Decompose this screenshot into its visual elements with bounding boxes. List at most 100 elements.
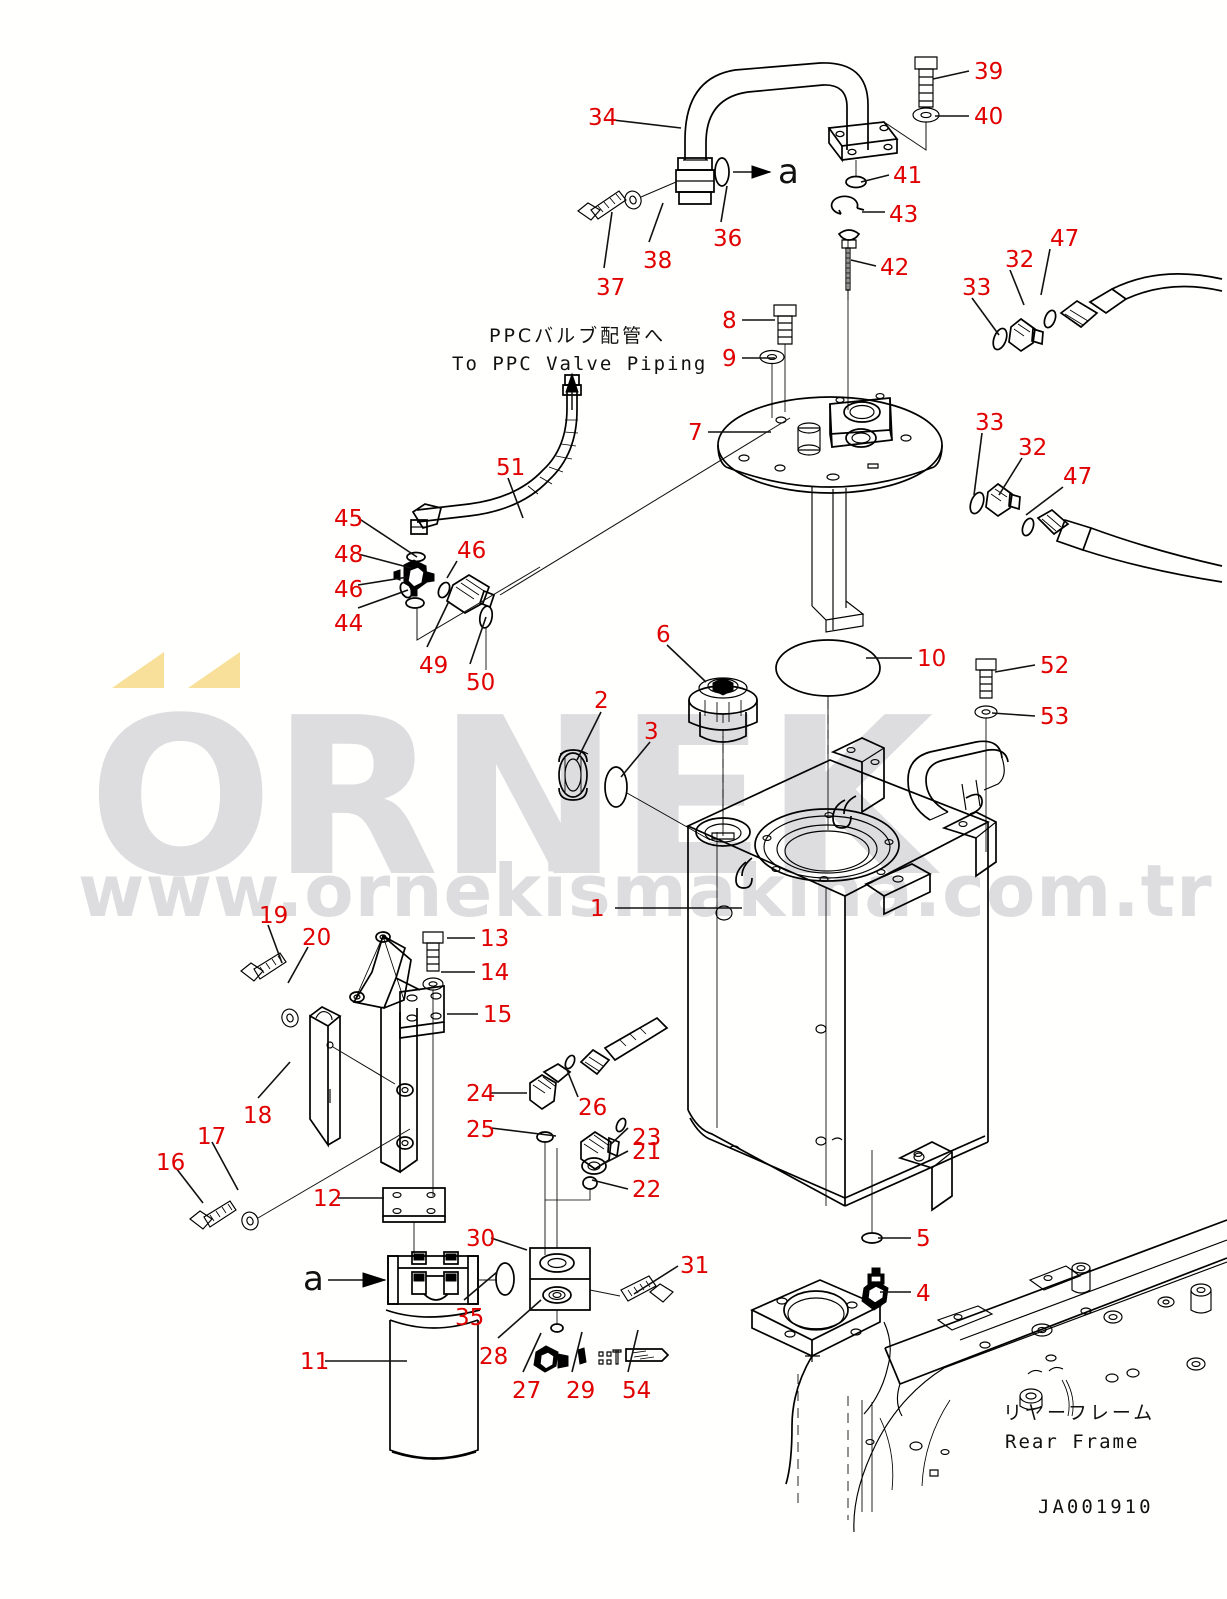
callout-43: 43 [889, 202, 919, 228]
callout-32: 32 [1005, 247, 1035, 273]
leader-17 [212, 1142, 238, 1190]
ppc-label-en: To PPC Valve Piping [452, 353, 708, 375]
callout-28: 28 [479, 1344, 509, 1370]
callout-33b: 33 [975, 410, 1005, 436]
leader-46 [358, 577, 408, 585]
callout-17: 17 [197, 1124, 227, 1150]
part-52-bolt [976, 659, 996, 698]
leader-27 [523, 1333, 541, 1372]
leader-32 [1010, 270, 1024, 305]
leader-33 [972, 298, 999, 335]
callout-34: 34 [588, 105, 618, 131]
leader-19 [268, 925, 282, 963]
part-54-label [599, 1349, 668, 1364]
part-47-oring-lower [1020, 517, 1036, 537]
leader-23 [610, 1128, 628, 1145]
leader-33b [974, 433, 982, 495]
part-29-pin [578, 1348, 586, 1364]
leader-16 [176, 1168, 203, 1203]
part-39-bolt [915, 57, 937, 107]
leader-26 [565, 1065, 578, 1097]
section-arrow-top [715, 158, 770, 186]
drawing-number: JA001910 [1038, 1496, 1154, 1518]
leader-21 [601, 1151, 628, 1165]
part-25-oring [537, 1132, 553, 1255]
callout-36: 36 [713, 226, 743, 252]
callout-12: 12 [313, 1186, 343, 1212]
part-41-oring [846, 160, 866, 188]
leader-22 [592, 1180, 628, 1189]
callout-25: 25 [466, 1117, 496, 1143]
leader-25 [491, 1128, 556, 1136]
leader-34 [613, 120, 681, 128]
callout-1: 1 [590, 896, 605, 922]
rear-frame-label-jp: リヤーフレーム [1003, 1402, 1156, 1424]
hose-upper [1061, 274, 1222, 327]
leader-52 [995, 665, 1035, 672]
part-34-tube [676, 63, 897, 204]
leader-28 [498, 1300, 541, 1338]
callout-20: 20 [302, 925, 332, 951]
callout-48: 48 [334, 542, 364, 568]
section-mark-top: a [778, 152, 799, 192]
leader-30-31 [590, 1290, 620, 1296]
part-18-plate [310, 1007, 340, 1145]
leader-45 [358, 518, 417, 557]
part-50-oring [478, 605, 494, 670]
callout-32b: 32 [1018, 435, 1048, 461]
rear-frame-label-en: Rear Frame [1005, 1431, 1140, 1453]
part-42-screw [839, 230, 859, 410]
leader-41 [861, 175, 889, 182]
callout-15: 15 [483, 1002, 513, 1028]
leader-44 [358, 590, 408, 608]
callout-31: 31 [680, 1253, 710, 1279]
callout-23: 23 [632, 1125, 662, 1151]
callout-54: 54 [622, 1378, 652, 1404]
part-32-fitting-upper [1009, 319, 1043, 351]
section-arrow-bottom [328, 1273, 385, 1287]
callout-11: 11 [300, 1349, 330, 1375]
part-22-oring [545, 1177, 597, 1200]
callout-46: 46 [334, 577, 364, 603]
part-38-washer [622, 189, 643, 211]
ppc-arrow [566, 374, 578, 410]
part-30-block [530, 1148, 590, 1325]
part-3-oring [605, 767, 710, 840]
part-20-washer [279, 1007, 300, 1029]
part-15-bracket [350, 932, 444, 1172]
part-43-snapring [832, 196, 864, 214]
callout-33: 33 [962, 275, 992, 301]
callout-9: 9 [722, 346, 737, 372]
callout-3: 3 [644, 719, 659, 745]
callout-40: 40 [974, 104, 1004, 130]
leader-18 [258, 1062, 290, 1098]
hose-24 [581, 1018, 667, 1074]
callout-5: 5 [916, 1226, 931, 1252]
part-16-bolt [190, 1201, 236, 1229]
part-33-oring-lower [968, 491, 987, 516]
callout-27: 27 [512, 1378, 542, 1404]
callout-35: 35 [455, 1305, 485, 1331]
leader-29 [572, 1332, 582, 1372]
leader-37 [604, 212, 612, 268]
leader-51 [508, 478, 523, 518]
leader-2 [577, 712, 601, 760]
callout-45: 45 [334, 506, 364, 532]
callout-13: 13 [480, 926, 510, 952]
callout-4: 4 [916, 1281, 931, 1307]
part-9-washer [760, 351, 784, 419]
callout-53: 53 [1040, 704, 1070, 730]
leader-17-ext [258, 1129, 410, 1218]
callout-18: 18 [243, 1103, 273, 1129]
leader-39 [933, 71, 969, 79]
callout-22: 22 [632, 1177, 662, 1203]
callout-46b: 46 [457, 538, 487, 564]
part-19-bolt [241, 953, 286, 981]
callout-41: 41 [893, 163, 923, 189]
ppc-label-jp: PPCバルブ配管へ [489, 325, 667, 347]
leader-42 [851, 260, 876, 266]
callout-14: 14 [480, 960, 510, 986]
leader-18-ext [333, 1047, 395, 1084]
